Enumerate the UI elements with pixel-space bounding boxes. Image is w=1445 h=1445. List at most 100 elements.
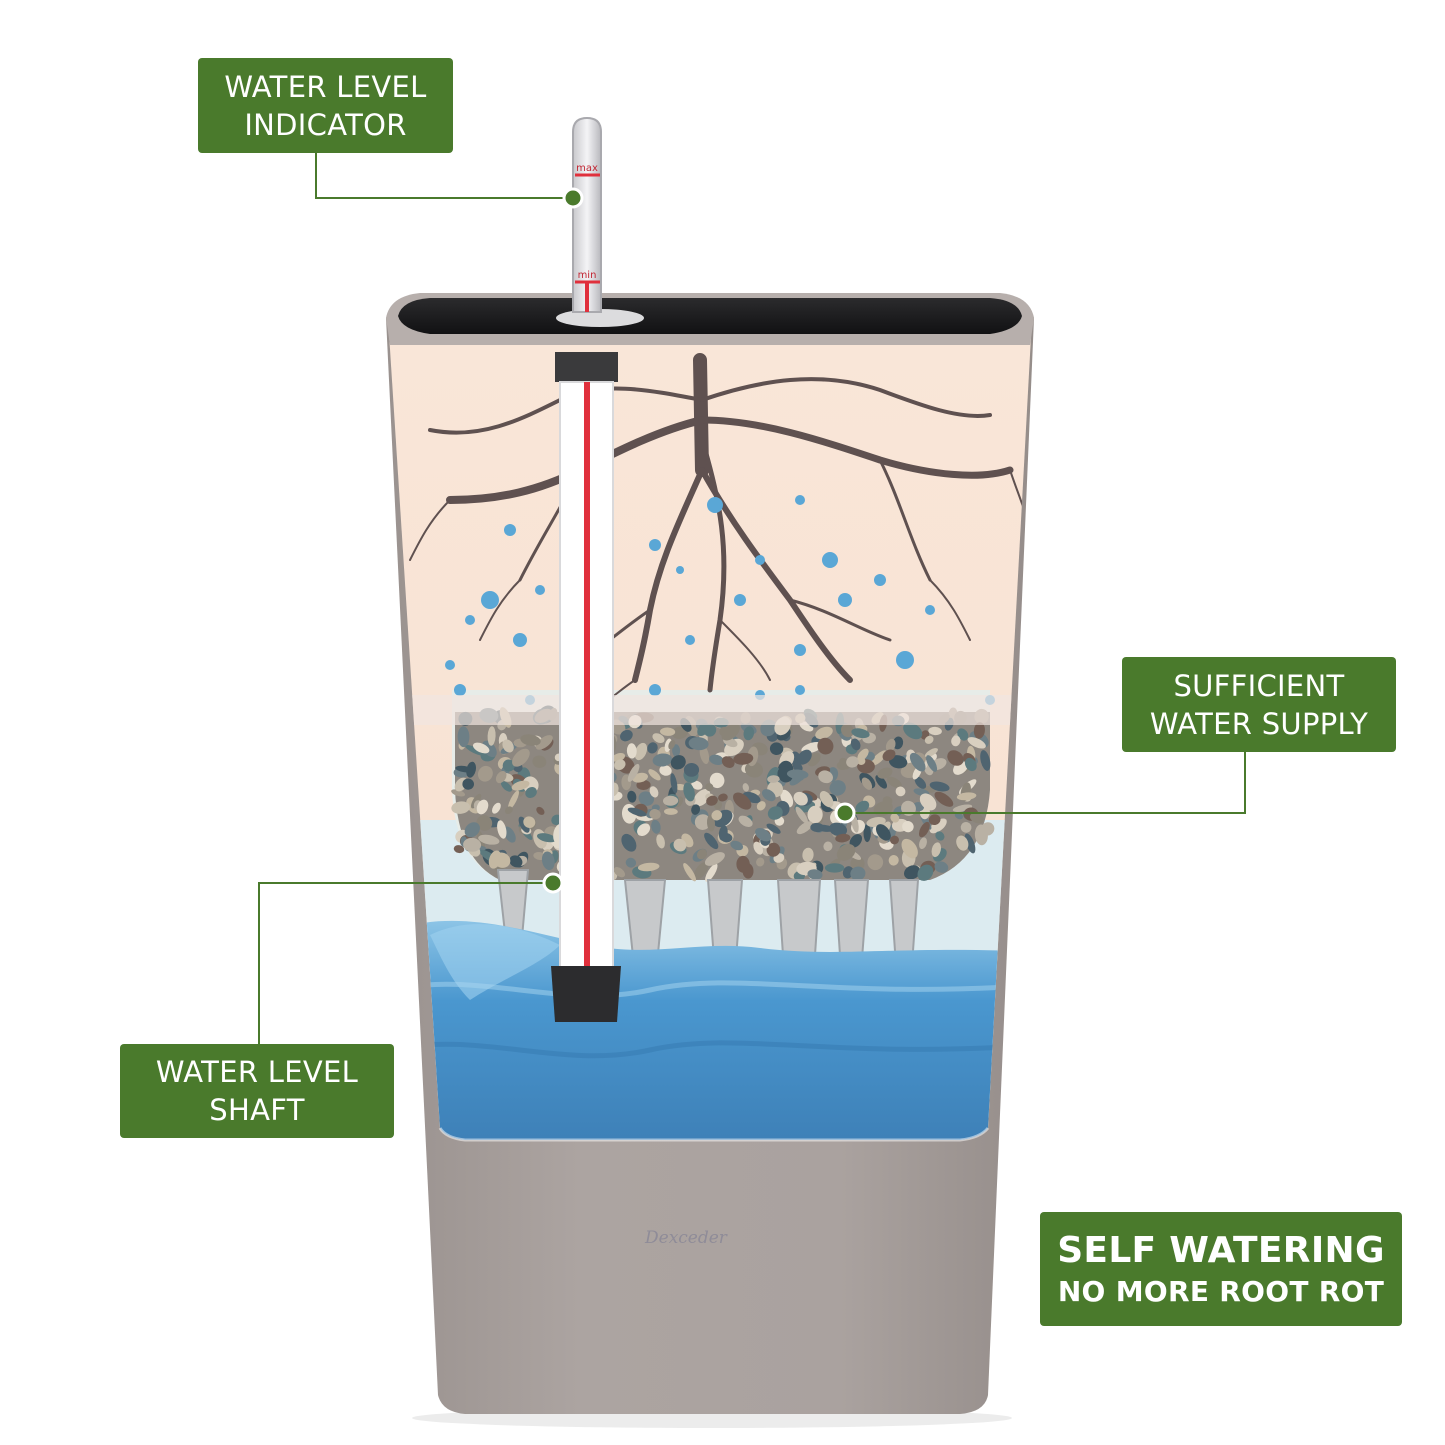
pebble: [744, 761, 764, 778]
pebble: [705, 863, 718, 882]
brand-logo-text: Dexceder: [645, 1228, 727, 1248]
pebble: [718, 825, 728, 841]
label-line: INDICATOR: [244, 107, 407, 142]
pebble: [613, 867, 626, 878]
pebble: [981, 822, 995, 836]
pebble: [670, 773, 678, 794]
pebble: [651, 819, 661, 834]
label-line: WATER LEVEL: [155, 1055, 359, 1089]
pebble: [511, 780, 530, 791]
pebble: [648, 769, 661, 781]
water-reservoir: [388, 920, 1032, 1140]
pebble: [849, 834, 863, 848]
pebble: [487, 726, 496, 746]
pebble: [621, 833, 637, 852]
label-water-level-indicator: WATER LEVEL INDICATOR: [198, 58, 453, 153]
cutaway-view: [388, 311, 1032, 1140]
pebble: [766, 842, 781, 857]
pebble: [465, 744, 485, 756]
pebble: [541, 851, 555, 871]
pebble: [882, 749, 896, 761]
pebble: [508, 790, 519, 810]
pebble: [693, 861, 709, 880]
pebble: [500, 781, 513, 792]
headline-badge: SELF WATERING NO MORE ROOT ROT: [1040, 1212, 1402, 1326]
pebble: [697, 723, 709, 737]
pebble: [885, 738, 896, 752]
pebble: [756, 857, 765, 867]
pebble: [625, 857, 637, 868]
pebble: [767, 806, 783, 820]
pebble: [875, 824, 891, 841]
pebble: [964, 833, 976, 854]
pebble: [870, 750, 887, 766]
pebble: [761, 789, 776, 802]
pebble: [769, 742, 784, 756]
pebble: [935, 831, 945, 841]
label-line: WATER SUPPLY: [1149, 706, 1369, 741]
pebble: [947, 750, 964, 766]
pebble: [668, 739, 676, 750]
pebble: [704, 852, 725, 866]
pebble: [652, 733, 665, 744]
pebble: [504, 806, 513, 815]
pebble: [888, 755, 908, 769]
pebble: [520, 734, 541, 746]
pebble: [463, 837, 482, 852]
pebble: [857, 748, 869, 761]
indicator-max-mark: max: [576, 163, 598, 174]
pebble: [863, 824, 871, 843]
pebble: [895, 786, 906, 797]
pebble: [841, 723, 854, 738]
label-water-level-shaft: WATER LEVEL SHAFT: [120, 1044, 394, 1138]
pebble: [620, 729, 633, 742]
pebble: [829, 780, 846, 796]
pebble: [957, 728, 969, 741]
pebble: [536, 806, 545, 815]
pebble: [914, 776, 927, 789]
pebble: [464, 822, 480, 838]
pebble: [796, 821, 813, 835]
pebble: [627, 763, 640, 782]
pebble: [829, 822, 848, 837]
pebble: [704, 832, 719, 850]
pebble: [904, 865, 921, 880]
pebble: [738, 815, 753, 827]
pebble: [502, 759, 515, 772]
inner-pot-opening: [398, 298, 1022, 334]
pebble: [683, 762, 700, 777]
pebble: [693, 789, 711, 807]
pebble: [477, 765, 493, 782]
pebble: [647, 742, 658, 754]
pebble: [875, 775, 888, 789]
pebble: [711, 810, 723, 821]
pebble: [928, 726, 942, 736]
pebble: [903, 722, 923, 740]
pebble: [476, 799, 489, 815]
pebble: [886, 776, 902, 789]
pebble: [730, 840, 744, 851]
pebble: [699, 745, 710, 765]
pebble: [777, 766, 793, 783]
pebble: [636, 779, 651, 791]
pebble: [817, 737, 834, 755]
pebble: [659, 765, 672, 776]
gravel-layer: [451, 705, 995, 882]
pebble: [926, 755, 938, 772]
pebble: [451, 801, 471, 814]
pebble: [956, 835, 969, 851]
pebble: [890, 813, 900, 823]
pebble: [649, 786, 659, 798]
connector-dot-shaft: [542, 872, 564, 894]
pebble: [673, 838, 687, 852]
pebble: [931, 842, 942, 858]
pebble: [696, 849, 708, 860]
pebble: [656, 834, 665, 849]
pebble: [929, 818, 947, 834]
pebble: [767, 775, 780, 783]
pebble: [924, 735, 934, 744]
pebble: [663, 795, 679, 806]
pebble: [705, 783, 714, 792]
pebble: [924, 748, 938, 758]
